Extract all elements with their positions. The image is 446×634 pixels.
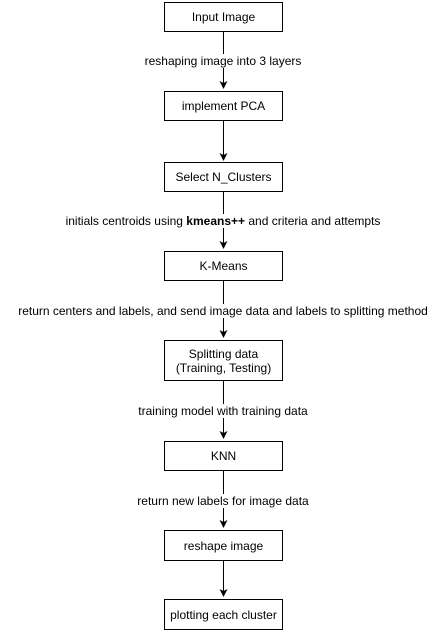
- edge-label-return-centers: return centers and labels, and send imag…: [17, 304, 429, 318]
- node-knn[interactable]: KNN: [164, 441, 283, 471]
- edge-label-new-labels: return new labels for image data: [136, 494, 310, 508]
- edge-label-training-model: training model with training data: [137, 404, 309, 418]
- edge-label-reshaping: reshaping image into 3 layers: [143, 54, 303, 68]
- node-implement-pca[interactable]: implement PCA: [164, 91, 283, 121]
- node-plotting-each-cluster[interactable]: plotting each cluster: [164, 599, 283, 630]
- node-k-means[interactable]: K-Means: [164, 251, 283, 281]
- kmeans-plus-plus-label: kmeans++: [186, 214, 246, 228]
- node-select-n-clusters[interactable]: Select N_Clusters: [164, 162, 283, 192]
- node-splitting-data[interactable]: Splitting data (Training, Testing): [164, 340, 283, 381]
- node-input-image[interactable]: Input Image: [164, 2, 283, 32]
- node-reshape-image[interactable]: reshape image: [164, 530, 283, 561]
- edge-label-initial-centroids: initials centroids using kmeans++ and cr…: [64, 214, 382, 228]
